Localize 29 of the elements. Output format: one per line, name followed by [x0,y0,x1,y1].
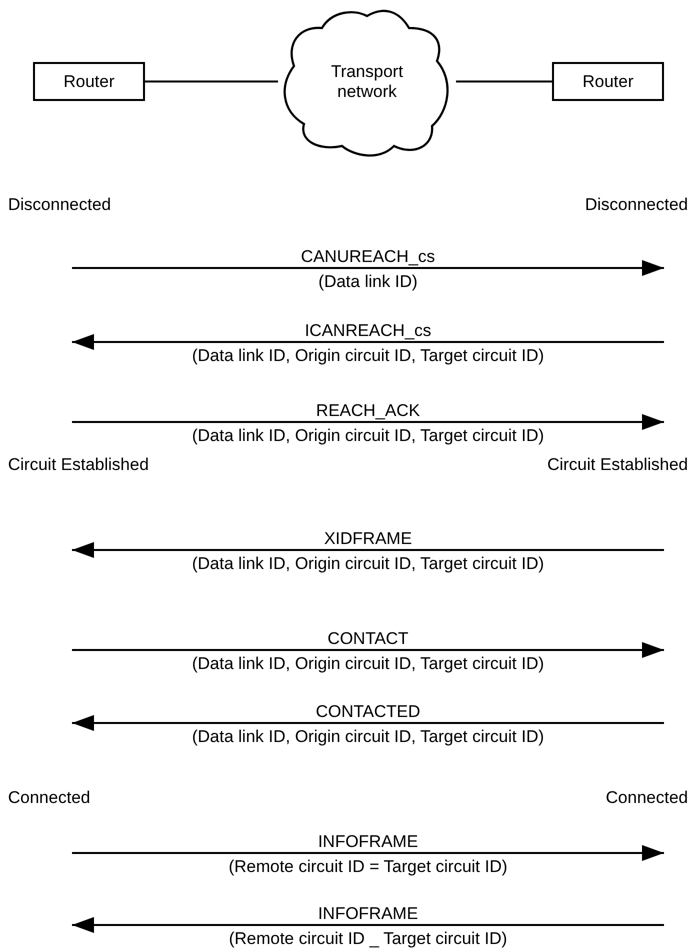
message-label: ICANREACH_cs [304,321,432,341]
router-box [33,62,145,101]
message-label: CONTACT [328,629,408,649]
parameter-label: (Data link ID, Origin circuit ID, Target circuit ID) [192,654,544,674]
parameter-label: (Data link ID, Origin circuit ID, Target circuit ID) [192,346,544,366]
state-label: Circuit Established [547,455,688,475]
parameter-label: (Remote circuit ID = Target circuit ID) [228,857,508,877]
state-label: Disconnected [8,195,112,215]
message-label: INFOFRAME [318,904,418,924]
message-label: CONTACTED [316,702,420,722]
message-label: INFOFRAME [318,832,418,852]
state-label: Disconnected [584,195,688,215]
message-label: XIDFRAME [324,529,412,549]
connector-line [456,80,552,82]
parameter-label: (Data link ID, Origin circuit ID, Target circuit ID) [192,426,544,446]
state-label: Circuit Established [8,455,149,475]
node-label: Router [63,72,115,92]
parameter-label: (Data link ID) [318,272,418,292]
node-label: Router [582,72,634,92]
message-label: REACH_ACK [316,401,420,421]
parameter-label: (Data link ID, Origin circuit ID, Target circuit ID) [192,727,544,747]
state-label: Connected [8,788,90,808]
connector-line [145,80,278,82]
node-label: Transport network [330,62,404,102]
router-box [552,62,664,101]
parameter-label: (Remote circuit ID _ Target circuit ID) [228,929,508,949]
parameter-label: (Data link ID, Origin circuit ID, Target circuit ID) [192,554,544,574]
message-label: CANUREACH_cs [300,247,436,267]
state-label: Connected [606,788,688,808]
